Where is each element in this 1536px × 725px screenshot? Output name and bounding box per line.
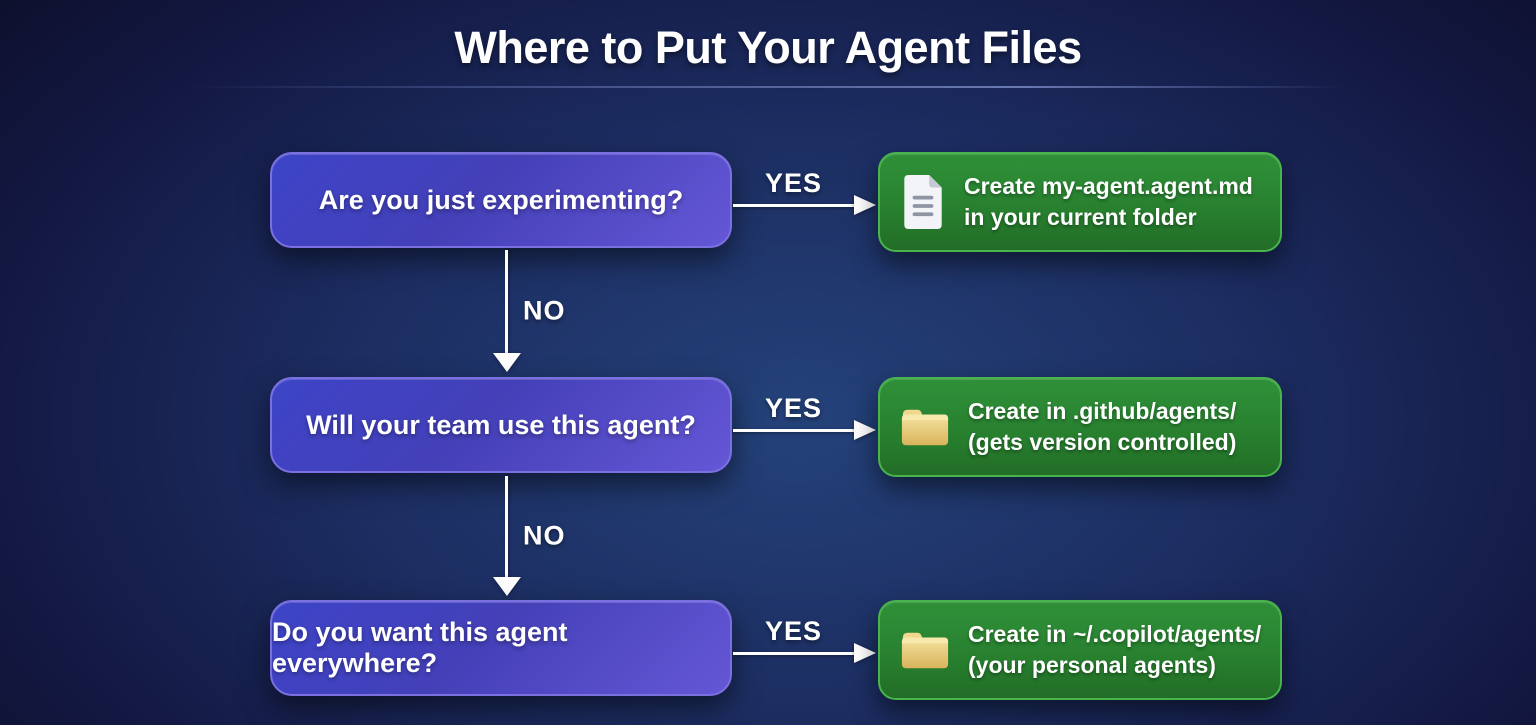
result-line-2: in your current folder	[964, 204, 1197, 230]
title-divider	[185, 86, 1345, 88]
flow-row-1: Are you just experimenting? YES Create m…	[0, 152, 1536, 252]
question-box-agent-everywhere: Do you want this agent everywhere?	[270, 600, 732, 696]
arrowhead-right-icon	[854, 195, 876, 215]
question-text: Do you want this agent everywhere?	[272, 617, 568, 678]
arrowhead-down-icon	[492, 577, 521, 596]
arrowhead-right-icon	[854, 643, 876, 663]
document-icon	[900, 175, 946, 229]
yes-label: YES	[764, 168, 823, 198]
question-text: Will your team use this agent?	[306, 409, 696, 440]
yes-label: YES	[764, 616, 823, 646]
result-line-2: (gets version controlled)	[968, 429, 1237, 455]
folder-icon	[900, 406, 950, 448]
arrowhead-down-icon	[492, 353, 521, 372]
arrow-line	[733, 652, 855, 655]
no-label: NO	[523, 295, 566, 326]
flow-row-3: Do you want this agent everywhere? YES	[0, 600, 1536, 700]
question-text: Are you just experimenting?	[318, 184, 684, 215]
arrow-line	[733, 429, 855, 432]
page-title: Where to Put Your Agent Files	[454, 22, 1082, 73]
result-box-github-agents: Create in .github/agents/ (gets version …	[878, 377, 1282, 477]
result-text: Create in .github/agents/ (gets version …	[968, 396, 1236, 458]
result-text: Create my-agent.agent.md in your current…	[964, 171, 1253, 233]
result-box-copilot-agents: Create in ~/.copilot/agents/ (your perso…	[878, 600, 1282, 700]
no-arrow-1: NO	[492, 250, 575, 372]
result-line-1: Create in ~/.copilot/agents/	[968, 621, 1262, 647]
result-line-2: (your personal agents)	[968, 652, 1216, 678]
result-line-1: Create in .github/agents/	[968, 398, 1237, 424]
arrowhead-right-icon	[854, 420, 876, 440]
folder-icon	[900, 629, 950, 671]
no-arrow-2: NO	[492, 476, 575, 596]
yes-label: YES	[764, 393, 823, 423]
result-box-current-folder: Create my-agent.agent.md in your current…	[878, 152, 1282, 252]
result-line-1: Create my-agent.agent.md	[964, 173, 1253, 199]
no-label: NO	[523, 520, 566, 551]
arrow-line	[733, 204, 855, 207]
arrow-line	[505, 476, 508, 578]
yes-arrow-1: YES	[733, 152, 878, 248]
question-box-experimenting: Are you just experimenting?	[270, 152, 732, 248]
result-text: Create in ~/.copilot/agents/ (your perso…	[968, 619, 1261, 681]
yes-arrow-2: YES	[733, 377, 878, 473]
yes-arrow-3: YES	[733, 600, 878, 696]
question-box-team-use: Will your team use this agent?	[270, 377, 732, 473]
flow-row-2: Will your team use this agent? YES	[0, 377, 1536, 477]
arrow-line	[505, 250, 508, 354]
